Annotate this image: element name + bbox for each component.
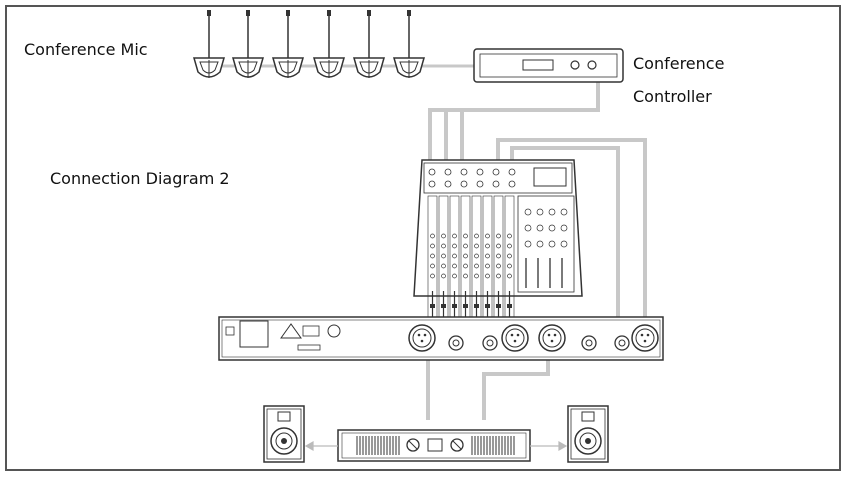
conference-mic-3 [272, 9, 304, 79]
conference-controller [473, 48, 624, 83]
speaker-right [567, 405, 609, 463]
cable-mixer-main-out-r [510, 146, 620, 318]
amp-vent-left [356, 436, 400, 455]
cable-controller-out [428, 82, 600, 165]
power-amplifier [337, 429, 531, 462]
conference-mic-1 [193, 9, 225, 79]
amp-vent-right [471, 436, 515, 455]
conference-mic-6 [393, 9, 425, 79]
conference-mic-2 [232, 9, 264, 79]
diagram-title: Connection Diagram 2 [50, 169, 230, 188]
conference-controller-label-line1: Conference [633, 54, 725, 73]
conference-mic-label: Conference Mic [24, 40, 148, 59]
conference-mics [193, 9, 425, 79]
conference-mic-4 [313, 9, 345, 79]
audio-mixer [413, 159, 583, 329]
cable-mixer-main-out-l [496, 138, 647, 318]
audio-processor [218, 316, 664, 361]
conference-controller-label-line2: Controller [633, 87, 712, 106]
cable-processor-to-amp-b [482, 360, 550, 420]
speaker-left [263, 405, 305, 463]
conference-mic-5 [353, 9, 385, 79]
amp-output-arrows [304, 440, 568, 452]
